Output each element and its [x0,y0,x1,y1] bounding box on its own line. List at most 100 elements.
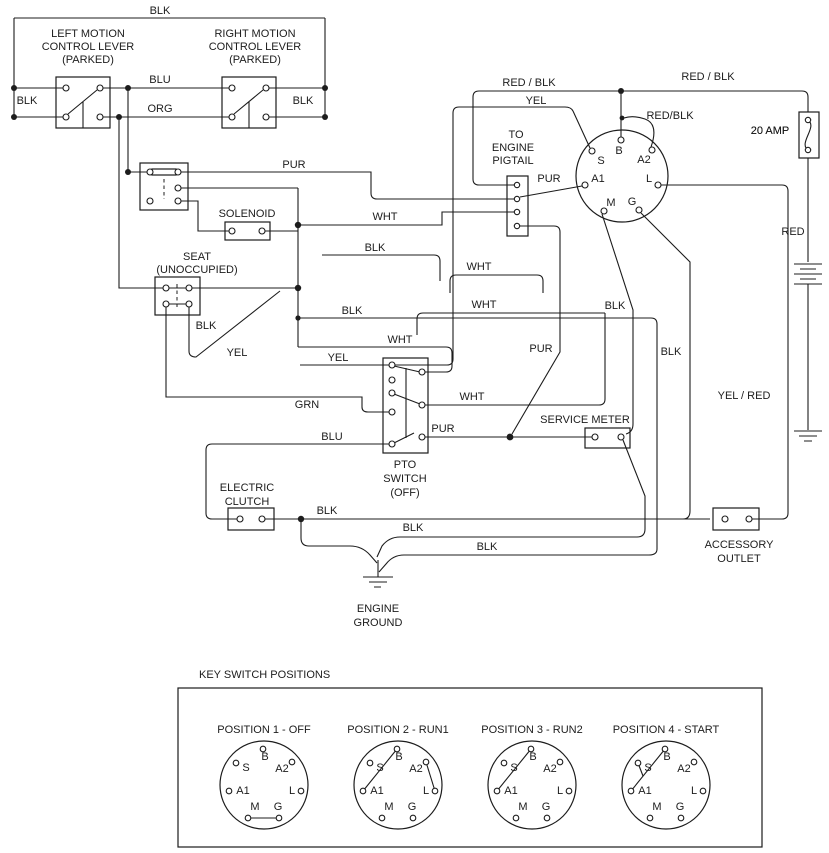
position-terminal [527,745,535,753]
position-title: POSITION 1 - OFF [217,724,311,736]
position-terminal-label: S [510,762,517,774]
engine-ground-label-2: GROUND [354,617,403,629]
left-lever-label-3: (PARKED) [62,54,114,66]
clutch-label-1: ELECTRIC [220,482,274,494]
terminal-label-l: L [646,173,652,185]
engine-ground-label-1: ENGINE [357,603,399,615]
position-terminal-label: L [557,785,563,797]
right-lever-label-1: RIGHT MOTION [214,28,295,40]
wire-label: YEL [227,347,248,359]
terminal-label-g: G [628,196,637,208]
wire-label: RED/BLK [646,110,694,122]
position-terminal [366,759,374,767]
position-terminal [699,787,707,795]
wire-label: WHT [372,211,397,223]
wire-label: BLK [477,541,498,553]
position-terminal [409,814,417,822]
right-lever-label-2: CONTROL LEVER [209,41,302,53]
wire-label: BLK [150,5,171,17]
position-terminal [422,758,430,766]
wire-label: RED / BLK [681,71,735,83]
position-terminal [378,814,386,822]
wire-label: WHT [471,299,496,311]
wire-label: RED / BLK [502,77,556,89]
position-terminal-label: G [274,801,283,813]
position-terminal-label: G [676,801,685,813]
fuse-20amp [798,111,820,159]
key-positions-panel: KEY SWITCH POSITIONS POSITION 1 - OFFSBA… [177,669,763,848]
position-terminal-label: A1 [370,785,383,797]
key-switch-terminal-labels: S B A2 A1 L M G [591,145,652,209]
position-terminal [431,787,439,795]
position-terminal-label: S [644,762,651,774]
wire-label: PUR [537,173,560,185]
wire-label: PUR [431,423,454,435]
solenoid-box [224,221,271,241]
left-lever-label-2: CONTROL LEVER [42,41,135,53]
wire-label: YEL / RED [718,390,771,402]
service-meter-label: SERVICE METER [540,414,630,426]
relay [139,162,189,211]
wire-label: WHT [387,334,412,346]
outlet-label-1: ACCESSORY [705,539,775,551]
position-terminal-label: A1 [236,785,249,797]
electric-clutch-box [227,507,275,531]
position-title: POSITION 2 - RUN1 [347,724,448,736]
key-switch [575,129,669,223]
position-connection [362,748,398,792]
wire-label: WHT [466,261,491,273]
position-terminal-label: S [376,762,383,774]
terminal-label-m: M [606,197,615,209]
position-terminal-label: L [289,785,295,797]
wire-label: BLU [149,74,170,86]
left-motion-lever-switch [55,76,111,129]
terminal-label-a2: A2 [637,154,650,166]
pto-label-1: PTO [394,459,417,471]
clutch-label-2: CLUTCH [225,496,270,508]
position-title: POSITION 3 - RUN2 [481,724,582,736]
position-terminal-label: M [518,801,527,813]
position-terminal [677,814,685,822]
position-terminal [275,814,283,822]
position-terminal [627,787,635,795]
wire-label: BLK [661,346,682,358]
position-terminal-label: M [250,801,259,813]
position-terminal [634,759,642,767]
position-terminal-label: M [384,801,393,813]
pto-label-3: (OFF) [390,487,419,499]
pigtail-label-1: TO [508,129,524,141]
position-terminal-label: A1 [504,785,517,797]
wire-label: YEL [328,352,349,364]
position-terminal [556,758,564,766]
wire-label: PUR [529,343,552,355]
position-terminal [500,759,508,767]
pto-label-2: SWITCH [383,473,426,485]
wire-label: PUR [282,159,305,171]
wire-label: RED [781,226,804,238]
position-terminal-label: B [663,751,670,763]
pigtail-label-3: PIGTAIL [492,155,533,167]
right-motion-lever-switch [221,76,277,129]
outlet-label-2: OUTLET [717,553,761,565]
wires [13,17,822,588]
seat-switch [154,276,201,316]
wire-label: BLK [17,95,38,107]
right-lever-label-3: (PARKED) [229,54,281,66]
position-circle [219,740,309,830]
left-lever-label-1: LEFT MOTION [51,28,125,40]
position-terminal-label: B [261,751,268,763]
position-terminal [297,787,305,795]
position-terminal [359,787,367,795]
position-terminal [661,745,669,753]
position-terminal-label: B [395,751,402,763]
wire-label: BLK [317,505,338,517]
position-terminal [225,787,233,795]
terminal-label-s: S [597,155,604,167]
position-terminal [393,745,401,753]
wire-label: BLK [365,242,386,254]
